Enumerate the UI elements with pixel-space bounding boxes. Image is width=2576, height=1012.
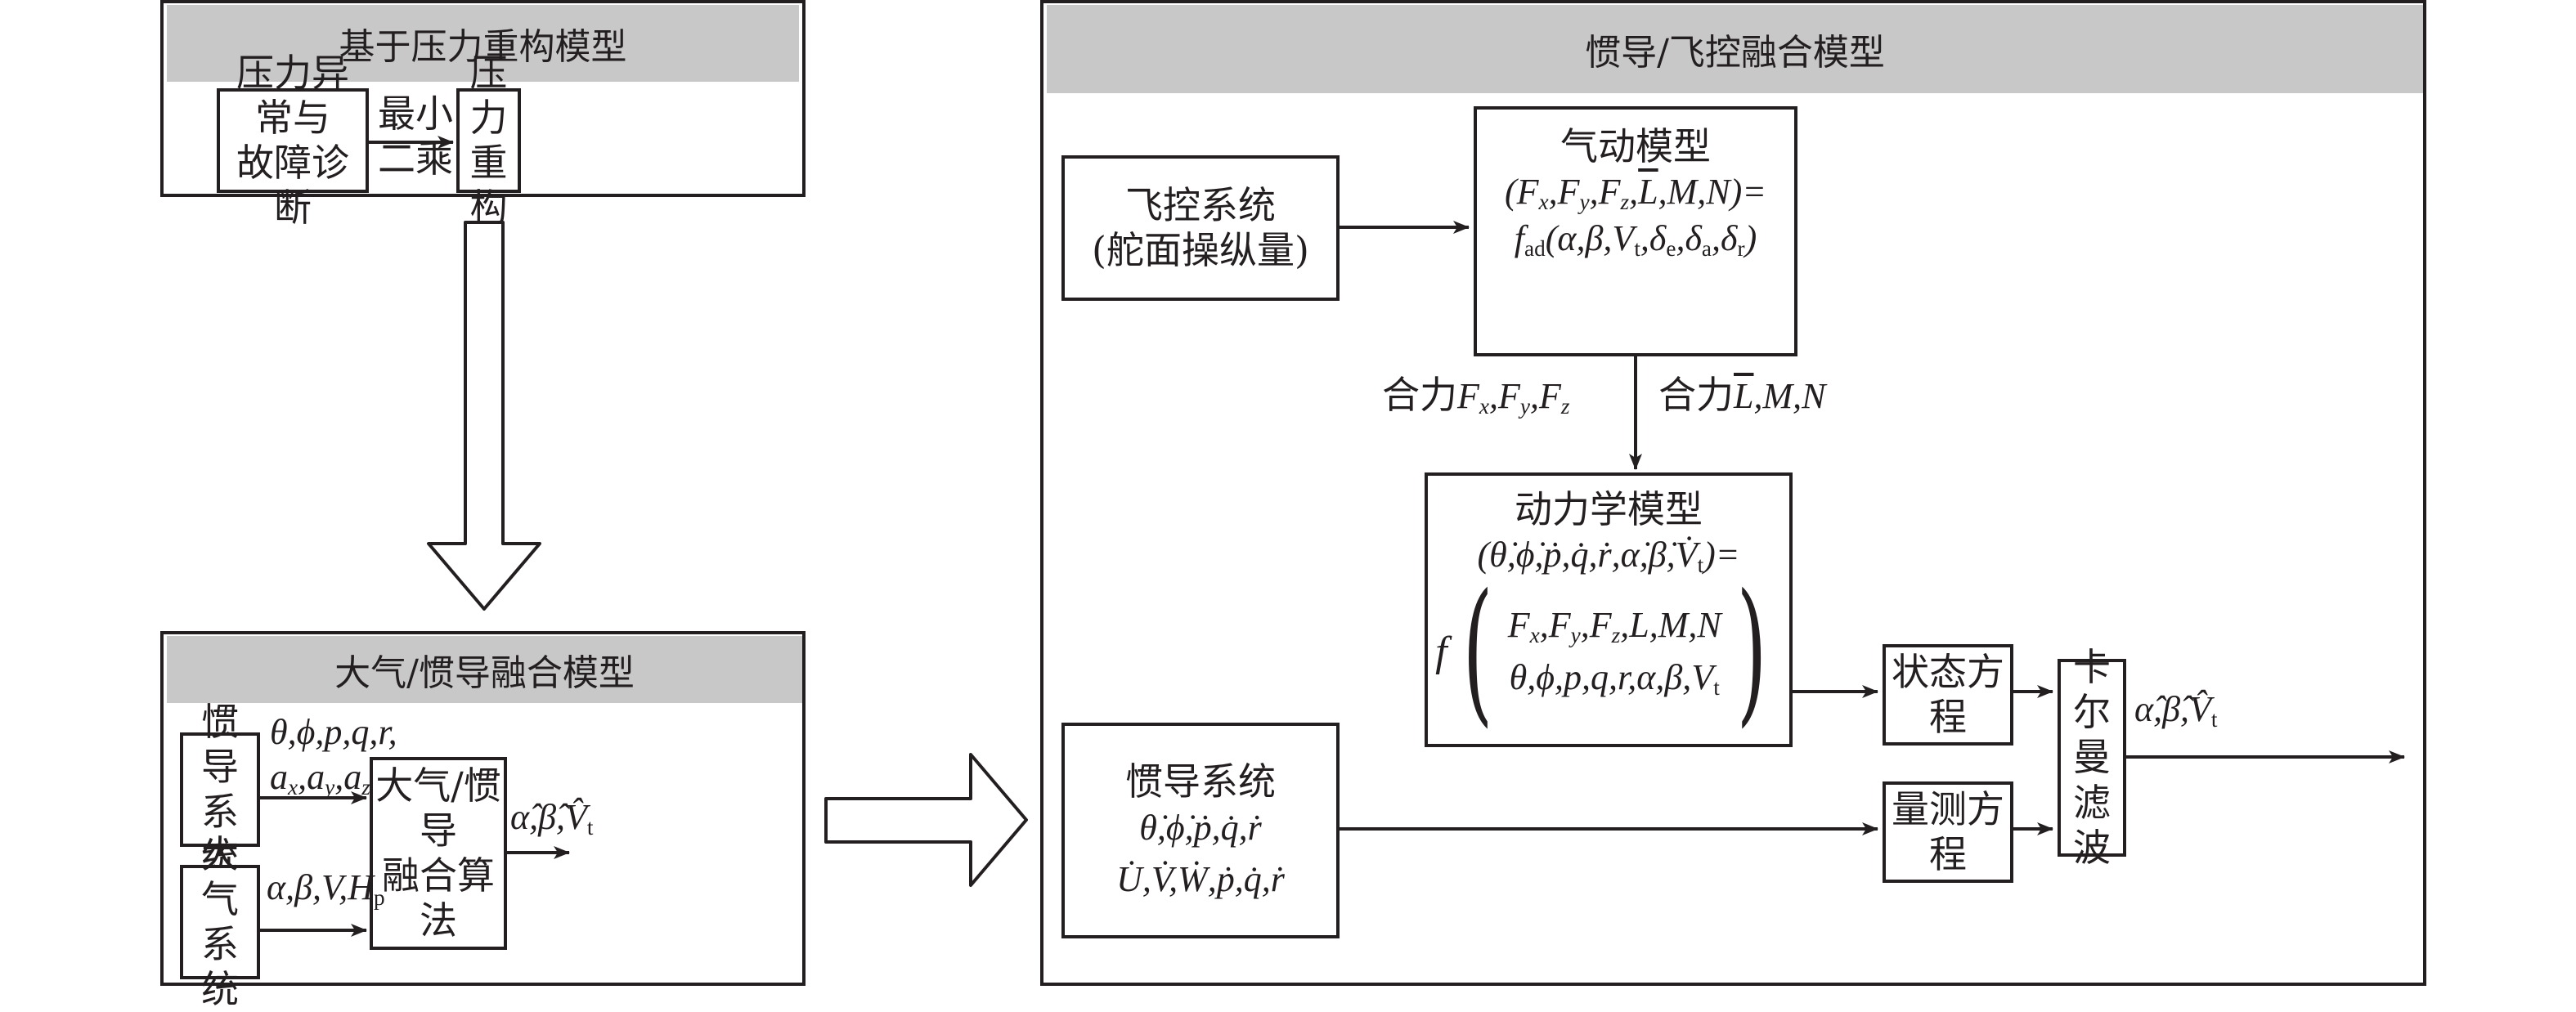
block-arrow-down-icon xyxy=(427,221,541,611)
ins-equation-line2: U̇,V̇,Ẇ,ṗ,q̇,ṙ xyxy=(1116,858,1285,899)
block-arrow-right-icon xyxy=(824,753,1028,887)
dynamics-equation-lhs: (θ̇,ϕ̇,ṗ,q̇,ṙ,α̇,β̇,V̇t)= xyxy=(1477,535,1740,577)
connector-layer xyxy=(257,136,2405,937)
box-kalman-filter[interactable]: 卡尔 曼滤 波 xyxy=(2058,645,2126,870)
label-resultant-moment: 合力L,M,N xyxy=(1658,373,1826,417)
panel-pressure-reconstruction: 基于压力重构模型 压力异常与 故障诊断 最小 二乘 压力 重构 xyxy=(160,0,806,230)
label-ins-signals: θ,ϕ,p,q,r, ax,ay,az xyxy=(270,712,397,799)
aero-equation-rhs: fad(α,β,Vt,δe,δa,δr) xyxy=(1514,218,1757,261)
label-kalman-output: α̂,β̂,V̂t xyxy=(2134,689,2218,732)
panel-air-ins-fusion: 大气/惯导融合模型 惯导 系统 大气 系统 大气/惯导 融合算法 θ,ϕ,p,q… xyxy=(160,631,806,1011)
box-air-ins-fusion-algorithm[interactable]: 大气/惯导 融合算法 xyxy=(370,757,507,950)
box-ins-system-main[interactable]: 惯导系统 θ̇,ϕ̇,ṗ,q̇,ṙ U̇,V̇,Ẇ,ṗ,q̇,ṙ xyxy=(1061,723,1340,938)
edge-label-least-squares: 最小 二乘 xyxy=(378,92,453,181)
panel-title-ins-fc: 惯导/飞控融合模型 xyxy=(1047,5,2423,93)
box-measurement-equation[interactable]: 量测方程 xyxy=(1883,781,2013,883)
label-resultant-force: 合力Fx,Fy,Fz xyxy=(1382,373,1570,419)
box-state-equation[interactable]: 状态方程 xyxy=(1883,644,2013,746)
dynamics-equation-rhs: f ( Fx,Fy,Fz,L,M,N θ,ϕ,p,q,r,α,β,Vt ) xyxy=(1435,561,1767,742)
ins-equation-line1: θ̇,ϕ̇,ṗ,q̇,ṙ xyxy=(1139,807,1262,848)
aero-equation-lhs: (Fx,Fy,Fz,L,M,N)= xyxy=(1504,172,1766,214)
box-aerodynamic-model[interactable]: 气动模型 (Fx,Fy,Fz,L,M,N)= fad(α,β,Vt,δe,δa,… xyxy=(1474,106,1797,356)
label-air-signals: α,β,V,Hp xyxy=(267,867,385,910)
box-flight-control-system[interactable]: 飞控系统 (舵面操纵量) xyxy=(1061,155,1340,301)
panel-ins-flight-control-fusion: 惯导/飞控融合模型 飞控系统 (舵面操纵量) 气动模型 (Fx,Fy,Fz,L,… xyxy=(1040,0,2426,986)
label-air-ins-output: α̂,β̂,V̂t xyxy=(510,797,594,840)
panel-title-air-ins: 大气/惯导融合模型 xyxy=(167,636,802,703)
panel-title-pressure: 基于压力重构模型 xyxy=(167,5,799,82)
box-dynamics-model[interactable]: 动力学模型 (θ̇,ϕ̇,ṗ,q̇,ṙ,α̇,β̇,V̇t)= f ( Fx,F… xyxy=(1425,472,1793,747)
